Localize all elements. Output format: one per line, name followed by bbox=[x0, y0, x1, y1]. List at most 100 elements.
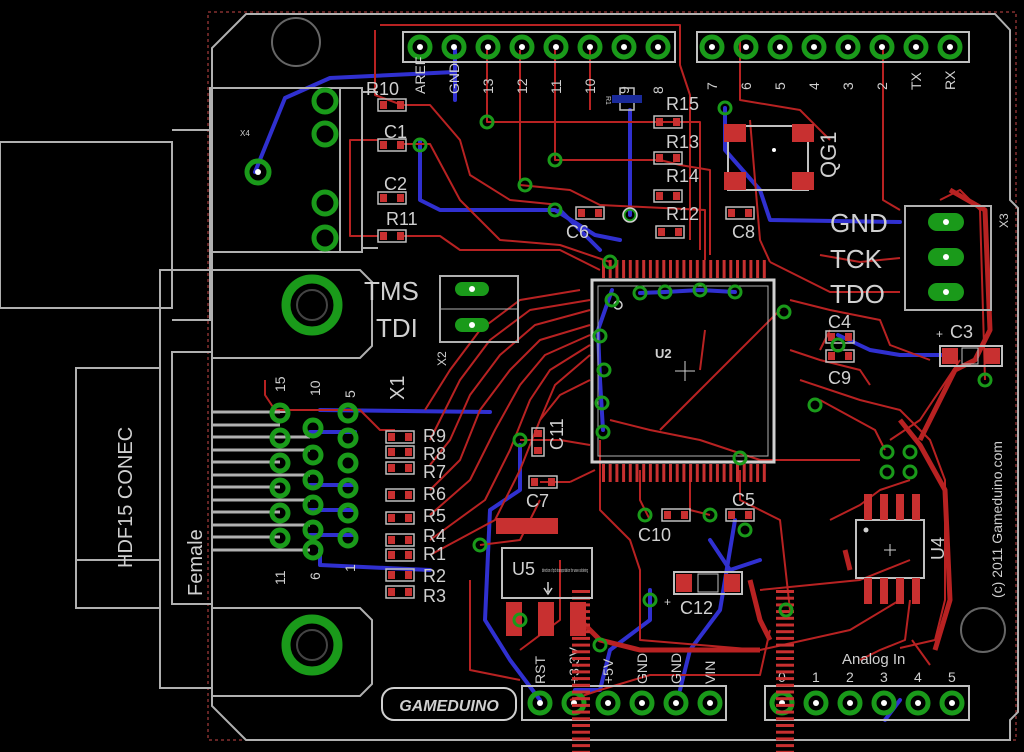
audio-jack-ref: X4 bbox=[240, 129, 250, 138]
header-top-right-pin-label: RX bbox=[942, 70, 958, 90]
header-top-left-pin-label: AREF bbox=[412, 57, 428, 94]
capacitor-c5-label: C5 bbox=[732, 490, 755, 510]
header-analog-pin-label: 5 bbox=[948, 669, 956, 685]
capacitor-c8: C8 bbox=[725, 206, 755, 242]
capacitor-c6-label: C6 bbox=[566, 222, 589, 242]
resistor-r1-label: R1 bbox=[423, 544, 446, 564]
resistor-r5-label: R5 bbox=[423, 506, 446, 526]
capacitor-c9-label: C9 bbox=[828, 368, 851, 388]
capacitor-c2-label: C2 bbox=[384, 174, 407, 194]
main-chip-u2 bbox=[572, 260, 794, 752]
connector-pin-15: 15 bbox=[272, 376, 288, 392]
header-top-left-pad bbox=[543, 34, 569, 60]
mounting-hole bbox=[960, 607, 1006, 653]
tdo-label: TDO bbox=[830, 279, 885, 309]
connector-pin-10: 10 bbox=[307, 380, 323, 396]
header-top-left-pin-label: 11 bbox=[548, 79, 564, 94]
capacitor-c7 bbox=[531, 427, 545, 457]
capacitor-c3-label: C7 bbox=[526, 491, 549, 511]
header-top-right-pin-label: 4 bbox=[806, 82, 822, 90]
header-top-left-pad bbox=[645, 34, 671, 60]
resistor-r10-label: R10 bbox=[366, 79, 399, 99]
header-analog-pin-label: 1 bbox=[812, 669, 820, 685]
resistor-r13: R13 bbox=[653, 132, 699, 165]
capacitor-c7-label: C11 bbox=[547, 418, 567, 450]
capacitor-c4-label: C4 bbox=[828, 312, 851, 332]
header-top-left-pin-label: 13 bbox=[480, 78, 496, 94]
connector-pin-11: 11 bbox=[272, 570, 288, 585]
header-analog-pad bbox=[905, 690, 931, 716]
header-top-left-pad bbox=[577, 34, 603, 60]
header-analog-pad bbox=[871, 690, 897, 716]
capacitor-c2: C2 bbox=[377, 174, 407, 205]
resistor-r8: R8 bbox=[385, 444, 446, 464]
header-power-pin-label: RST bbox=[532, 656, 548, 684]
header-analog-pad bbox=[837, 690, 863, 716]
header-top-right-pin-label: 2 bbox=[874, 82, 890, 90]
capacitor-c10: C10 bbox=[638, 508, 691, 545]
capacitor-c4: C4 bbox=[825, 312, 855, 344]
resistor-r9-label: R9 bbox=[423, 426, 446, 446]
c11-plus: + bbox=[936, 327, 943, 341]
audio-jack-pads bbox=[244, 87, 339, 252]
capacitor-c10-label: C10 bbox=[638, 525, 671, 545]
header-top-right-pad bbox=[767, 34, 793, 60]
header-analog-pin-label: 0 bbox=[778, 669, 786, 685]
resistor-r13-label: R13 bbox=[666, 132, 699, 152]
resistor-r2: R2 bbox=[385, 566, 446, 586]
resistor-r7: R7 bbox=[385, 461, 446, 482]
header-power-pad bbox=[595, 690, 621, 716]
resistor-r15-label: R15 bbox=[666, 94, 699, 114]
svg-text:GAMEDUINO: GAMEDUINO bbox=[399, 698, 499, 715]
header-top-right-pin-label: 6 bbox=[738, 82, 754, 90]
header-power-pad bbox=[663, 690, 689, 716]
connector-pin-1: 1 bbox=[342, 564, 358, 572]
capacitor-c11 bbox=[939, 345, 1003, 367]
gameduino-logo: GAMEDUINO bbox=[381, 687, 517, 721]
flash-u4 bbox=[855, 494, 925, 604]
resistor-r6-label: R6 bbox=[423, 484, 446, 504]
header-analog-pad bbox=[939, 690, 965, 716]
resistor-r14-label: R14 bbox=[666, 166, 699, 186]
header-power-pin-label: GND bbox=[668, 653, 684, 684]
mounting-hole bbox=[271, 17, 321, 67]
resistor-r6: R6 bbox=[385, 484, 446, 504]
resistor-r1: R1 bbox=[385, 544, 446, 564]
gnd-jtag-label: GND bbox=[830, 208, 888, 238]
header-top-left-pad bbox=[611, 34, 637, 60]
header-top-left-pin-label: 8 bbox=[650, 86, 666, 94]
u4-ref: U4 bbox=[928, 537, 948, 560]
header-top-right-pad bbox=[733, 34, 759, 60]
resistor-r11: R11 bbox=[377, 209, 418, 243]
r1-vertical bbox=[612, 87, 642, 111]
power-traces bbox=[578, 187, 993, 653]
tms-label: TMS bbox=[364, 276, 419, 306]
resistor-r15: R15 bbox=[653, 94, 699, 129]
capacitor-c1-label: C1 bbox=[384, 122, 407, 142]
capacitor-c5: C5 bbox=[725, 490, 755, 522]
header-top-right-pin-label: 3 bbox=[840, 82, 856, 90]
u2-ref: U2 bbox=[655, 346, 672, 361]
resistor-r4: R4 bbox=[385, 526, 446, 547]
tck-label: TCK bbox=[830, 244, 883, 274]
passives: R10R11R15R13R14R12R9R8R7R6R5R4R1R2R3C1C2… bbox=[366, 79, 973, 618]
header-top-left-pin-label: 10 bbox=[582, 78, 598, 94]
connector-title: HDF15 CONEC bbox=[115, 427, 137, 568]
capacitor-c11-label: C3 bbox=[950, 322, 973, 342]
capacitor-c12 bbox=[673, 571, 743, 595]
header-analog-pin-label: 3 bbox=[880, 669, 888, 685]
header-top-right-pad bbox=[937, 34, 963, 60]
header-top-left-pad bbox=[441, 34, 467, 60]
header-top-right-pin-label: TX bbox=[908, 71, 924, 90]
header-power-pin-label: VIN bbox=[702, 661, 718, 684]
connector-ref: X1 bbox=[387, 376, 409, 400]
resistor-r5: R5 bbox=[385, 506, 446, 526]
header-top-right-pad bbox=[801, 34, 827, 60]
u5-note: direction of pcb transportation for wave… bbox=[542, 568, 588, 574]
header-top-left-pad bbox=[509, 34, 535, 60]
resistor-r10: R10 bbox=[366, 79, 407, 112]
header-power-pad bbox=[629, 690, 655, 716]
header-top-right-pad bbox=[869, 34, 895, 60]
resistor-r14: R14 bbox=[653, 166, 699, 203]
